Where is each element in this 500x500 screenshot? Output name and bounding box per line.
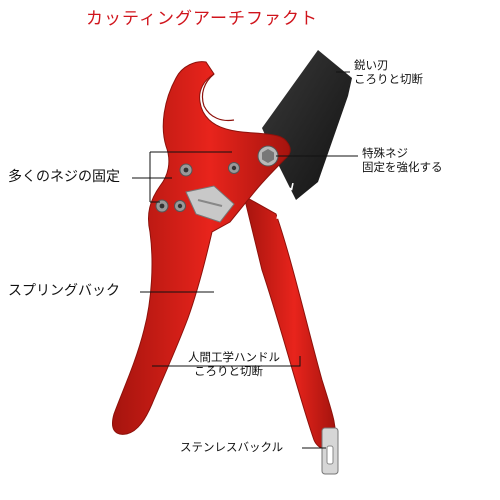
stainless-buckle [321, 427, 339, 475]
callout-handle-line2: ころりと切断 [194, 364, 263, 379]
callout-blade: 鋭い刃 ころりと切断 [354, 58, 423, 87]
callout-blade-line2: ころりと切断 [354, 72, 423, 87]
screw [174, 200, 186, 212]
callout-blade-line1: 鋭い刃 [354, 58, 389, 72]
callout-handle-line1: 人間工学ハンドル [188, 350, 280, 364]
callout-lines [132, 71, 358, 449]
callout-buckle: ステンレスバックル [180, 440, 284, 454]
callout-special-screw: 特殊ネジ 固定を強化する [362, 146, 443, 175]
screw [155, 199, 169, 213]
front-handle [112, 61, 291, 435]
blade [262, 50, 352, 200]
callout-handle: 人間工学ハンドル ころりと切断 [188, 350, 280, 379]
callout-screw-line2: 固定を強化する [362, 160, 443, 175]
callout-spring: スプリングバック [8, 283, 120, 299]
special-screw [257, 145, 279, 167]
page-title: カッティングアーチファクト [86, 9, 318, 29]
screw [228, 162, 240, 174]
screw [179, 163, 193, 177]
callout-screw-line1: 特殊ネジ [362, 146, 408, 160]
callout-multi-screw: 多くのネジの固定 [8, 169, 120, 185]
rear-handle [243, 195, 336, 449]
